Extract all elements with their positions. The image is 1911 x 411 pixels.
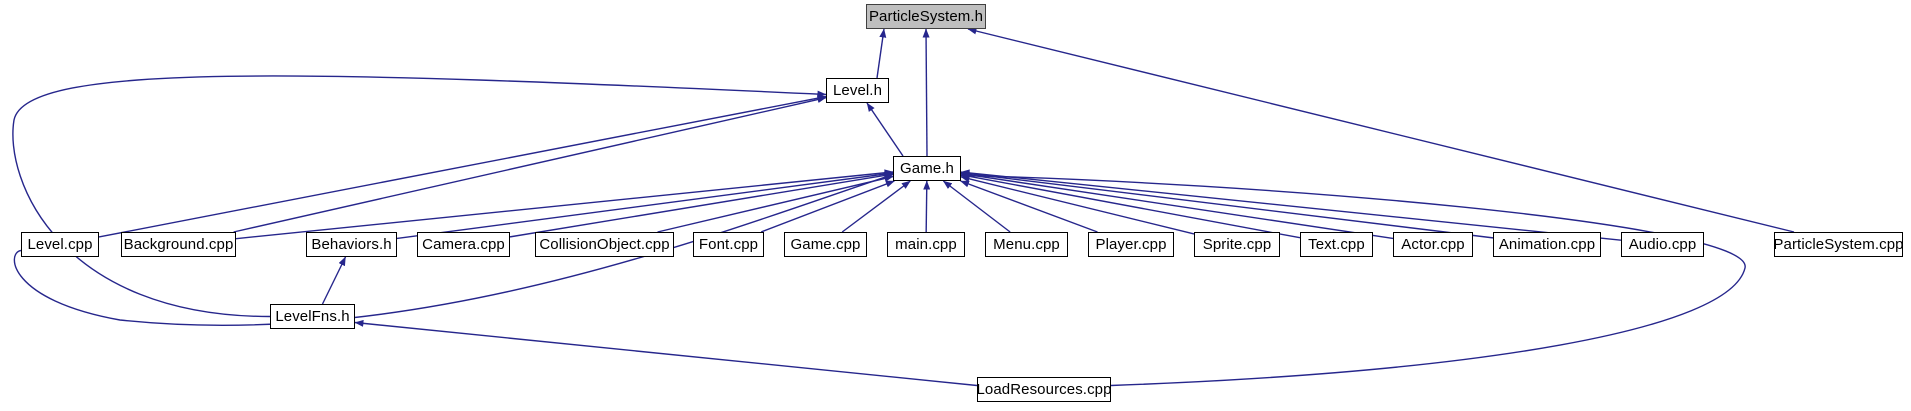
edge-level-h-to-particlesystem-h: [876, 28, 887, 79]
edge-background-cpp-to-level-h: [233, 96, 827, 233]
graph-node-label: Audio.cpp: [1628, 236, 1697, 253]
graph-node-text-cpp[interactable]: Text.cpp: [1300, 232, 1373, 257]
graph-node-label: LoadResources.cpp: [976, 381, 1112, 398]
graph-node-particlesystem-cpp[interactable]: ParticleSystem.cpp: [1773, 232, 1904, 257]
graph-node-level-cpp[interactable]: Level.cpp: [21, 232, 99, 257]
edge-camera-cpp-to-game-h: [509, 171, 894, 238]
graph-node-label: ParticleSystem.h: [868, 8, 984, 25]
graph-node-label: Sprite.cpp: [1202, 236, 1272, 253]
graph-node-label: Player.cpp: [1095, 236, 1167, 253]
edge-particlesystem-cpp-to-particlesystem-h: [967, 27, 1795, 233]
edge-background-cpp-to-game-h: [235, 169, 894, 240]
graph-node-level-h[interactable]: Level.h: [826, 78, 889, 103]
graph-node-label: Level.cpp: [27, 236, 93, 253]
edge-level-cpp-to-level-h: [98, 94, 827, 238]
graph-node-loadresources-cpp[interactable]: LoadResources.cpp: [976, 377, 1112, 402]
graph-node-label: main.cpp: [895, 236, 957, 253]
graph-node-camera-cpp[interactable]: Camera.cpp: [417, 232, 510, 257]
edge-game-cpp-to-game-h: [841, 180, 911, 233]
graph-node-game-h[interactable]: Game.h: [893, 156, 961, 181]
graph-node-behaviors-h[interactable]: Behaviors.h: [306, 232, 397, 257]
edge-paths: [12, 27, 1795, 387]
edge-loadresources-cpp-to-game-h: [960, 172, 1746, 387]
graph-node-font-cpp[interactable]: Font.cpp: [693, 232, 764, 257]
graph-node-levelfns-h[interactable]: LevelFns.h: [270, 304, 355, 329]
graph-node-sprite-cpp[interactable]: Sprite.cpp: [1194, 232, 1280, 257]
edge-sprite-cpp-to-game-h: [960, 175, 1195, 235]
graph-node-label: Text.cpp: [1308, 236, 1365, 253]
graph-node-label: Animation.cpp: [1498, 236, 1596, 253]
graph-node-label: Background.cpp: [123, 236, 234, 253]
graph-node-label: Level.h: [832, 82, 883, 99]
graph-node-player-cpp[interactable]: Player.cpp: [1088, 232, 1174, 257]
edge-animation-cpp-to-game-h: [960, 170, 1494, 239]
graph-node-menu-cpp[interactable]: Menu.cpp: [985, 232, 1068, 257]
graph-node-label: Actor.cpp: [1401, 236, 1465, 253]
edge-main-cpp-to-game-h: [923, 180, 931, 233]
edge-behaviors-h-to-game-h: [396, 170, 894, 240]
graph-node-main-cpp[interactable]: main.cpp: [887, 232, 965, 257]
edge-text-cpp-to-game-h: [960, 172, 1301, 239]
graph-node-label: Game.cpp: [790, 236, 861, 253]
edge-menu-cpp-to-game-h: [942, 180, 1011, 233]
edge-levelfns-h-to-behaviors-h: [321, 256, 347, 305]
graph-node-animation-cpp[interactable]: Animation.cpp: [1493, 232, 1601, 257]
edge-game-h-to-particlesystem-h: [922, 28, 930, 157]
edge-font-cpp-to-game-h: [760, 180, 895, 233]
graph-node-label: Menu.cpp: [993, 236, 1060, 253]
edge-collisionobject-cpp-to-game-h: [657, 175, 894, 233]
edge-player-cpp-to-game-h: [960, 180, 1098, 233]
edge-actor-cpp-to-game-h: [960, 171, 1394, 240]
graph-node-background-cpp[interactable]: Background.cpp: [121, 232, 236, 257]
edge-loadresources-cpp-to-levelfns-h: [354, 319, 978, 387]
graph-node-label: Behaviors.h: [311, 236, 392, 253]
graph-node-audio-cpp[interactable]: Audio.cpp: [1621, 232, 1704, 257]
graph-node-label: LevelFns.h: [275, 308, 350, 325]
edge-audio-cpp-to-game-h: [960, 169, 1622, 241]
graph-node-label: Camera.cpp: [422, 236, 505, 253]
graph-node-label: ParticleSystem.cpp: [1773, 236, 1904, 253]
graph-node-label: Game.h: [900, 160, 954, 177]
graph-node-collisionobject-cpp[interactable]: CollisionObject.cpp: [535, 232, 674, 257]
graph-node-label: Font.cpp: [698, 236, 759, 253]
graph-node-game-cpp[interactable]: Game.cpp: [784, 232, 867, 257]
edge-levelfns-h-to-level-h: [12, 75, 827, 318]
edge-game-h-to-level-h: [866, 102, 904, 157]
graph-node-actor-cpp[interactable]: Actor.cpp: [1393, 232, 1473, 257]
graph-node-label: CollisionObject.cpp: [539, 236, 670, 253]
graph-node-particlesystem-h[interactable]: ParticleSystem.h: [866, 4, 986, 29]
